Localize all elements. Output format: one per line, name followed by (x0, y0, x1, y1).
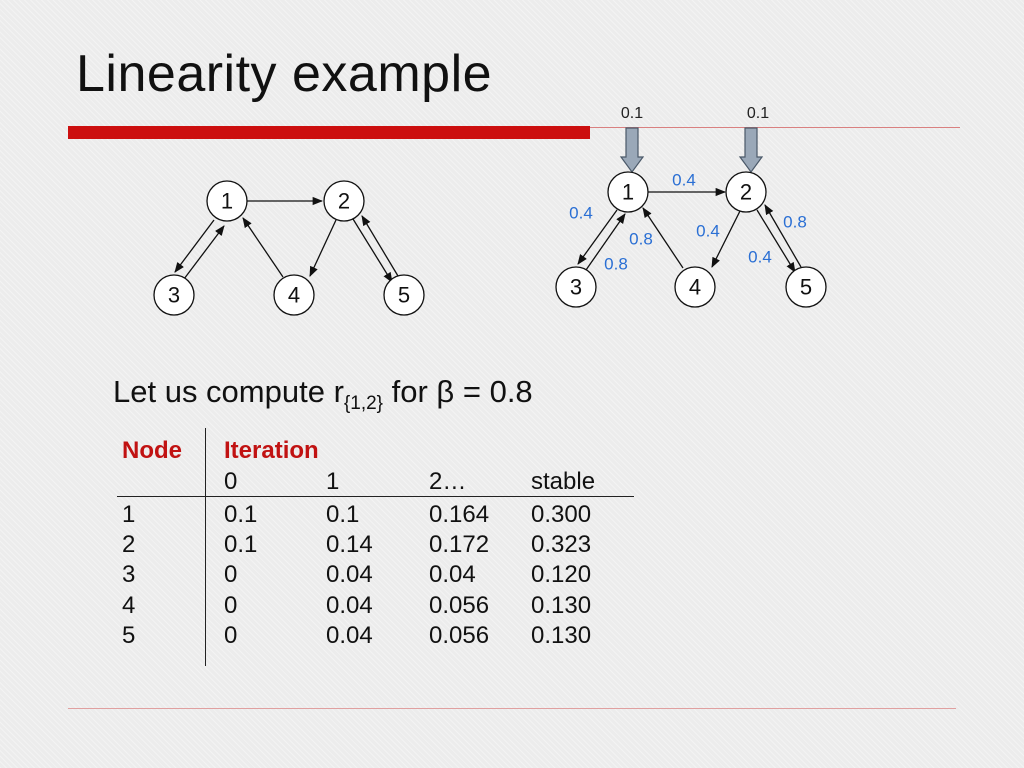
weight-1-to-2: 0.4 (672, 171, 696, 190)
node-1: 1 (607, 171, 649, 213)
teleport-arrow-node-1 (619, 127, 645, 174)
weight-1-to-3: 0.4 (569, 204, 593, 223)
node-1-label: 1 (221, 189, 233, 214)
iteration-header-0: 0 (224, 468, 238, 495)
edge-1-to-3 (174, 219, 215, 273)
edge-2-to-4 (309, 219, 337, 277)
row-node: 1 (122, 501, 136, 528)
row-value: 0.056 (429, 592, 490, 619)
weight-4-to-1: 0.8 (629, 230, 653, 249)
row-node: 4 (122, 592, 136, 619)
node-2-label: 2 (740, 180, 752, 205)
iteration-header-2: 2… (429, 468, 467, 495)
title-underline-rule (590, 127, 960, 128)
node-5: 5 (785, 266, 827, 308)
row-value: 0.04 (326, 561, 373, 588)
node-4-label: 4 (689, 275, 701, 300)
slide-title: Linearity example (76, 45, 493, 103)
row-value: 0.300 (531, 501, 592, 528)
node-3: 3 (153, 274, 195, 316)
row-node: 3 (122, 561, 136, 588)
row-value: 0.04 (326, 592, 373, 619)
teleport-label-node-2: 0.1 (747, 105, 769, 122)
caption-lead: Let us compute r (113, 374, 344, 409)
edge-5-to-2 (361, 215, 399, 277)
row-value: 0.1 (224, 531, 258, 558)
row-value: 0.04 (326, 622, 373, 649)
row-value: 0 (224, 592, 238, 619)
node-4: 4 (674, 266, 716, 308)
row-value: 0.172 (429, 531, 490, 558)
row-value: 0.120 (531, 561, 592, 588)
node-2-label: 2 (338, 189, 350, 214)
node-2: 2 (725, 171, 767, 213)
row-value: 0.04 (429, 561, 476, 588)
row-node: 5 (122, 622, 136, 649)
table-vertical-rule (205, 428, 206, 666)
caption-subscript: {1,2} (343, 393, 384, 415)
table-header-rule (117, 496, 634, 497)
weight-3-to-1: 0.8 (604, 255, 628, 274)
iteration-group-header: Iteration (224, 437, 319, 464)
edge-1-to-3 (577, 209, 618, 265)
node-1: 1 (206, 180, 248, 222)
edge-4-to-1 (242, 217, 284, 278)
title-underline-bar (68, 126, 590, 139)
row-value: 0.130 (531, 622, 592, 649)
node-5: 5 (383, 274, 425, 316)
edge-5-to-2 (764, 204, 802, 268)
weight-5-to-2: 0.8 (783, 213, 807, 232)
edge-3-to-1 (585, 213, 626, 271)
row-value: 0.14 (326, 531, 373, 558)
row-node: 2 (122, 531, 136, 558)
row-value: 0.1 (224, 501, 258, 528)
node-1-label: 1 (622, 180, 634, 205)
node-3-label: 3 (570, 275, 582, 300)
edge-4-to-1 (642, 207, 684, 269)
node-4-label: 4 (288, 283, 300, 308)
weight-2-to-5: 0.4 (748, 248, 772, 267)
caption-trail: for β = 0.8 (383, 374, 533, 409)
row-value: 0.323 (531, 531, 592, 558)
computation-caption: Let us compute r{1,2} for β = 0.8 (113, 374, 533, 415)
node-column-header: Node (122, 437, 182, 464)
node-3-label: 3 (168, 283, 180, 308)
edge-2-to-4 (711, 210, 741, 268)
iteration-header-1: 1 (326, 468, 340, 495)
node-5-label: 5 (800, 275, 812, 300)
iteration-header-stable: stable (531, 468, 596, 495)
node-4: 4 (273, 274, 315, 316)
row-value: 0 (224, 622, 238, 649)
node-5-label: 5 (398, 283, 410, 308)
row-value: 0.130 (531, 592, 592, 619)
edge-2-to-5 (352, 218, 393, 283)
node-2: 2 (323, 180, 365, 222)
edge-2-to-5 (756, 209, 796, 273)
row-value: 0.056 (429, 622, 490, 649)
teleport-label-node-1: 0.1 (621, 105, 643, 122)
edge-3-to-1 (183, 225, 225, 280)
row-value: 0.164 (429, 501, 490, 528)
teleport-arrow-node-2 (738, 127, 764, 174)
row-value: 0 (224, 561, 238, 588)
weight-2-to-4: 0.4 (696, 222, 720, 241)
node-3: 3 (555, 266, 597, 308)
footer-rule (68, 708, 956, 709)
row-value: 0.1 (326, 501, 360, 528)
